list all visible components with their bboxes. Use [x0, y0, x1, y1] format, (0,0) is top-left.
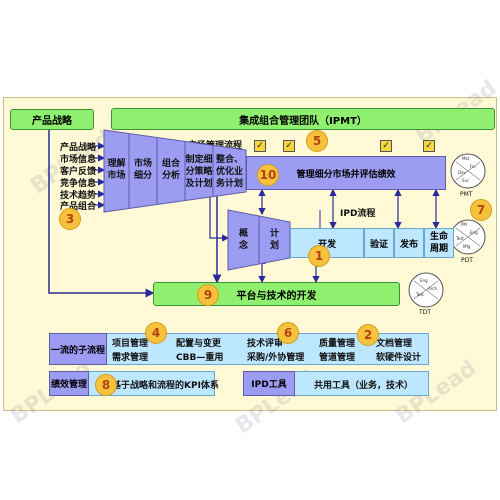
funnel-stage-strategy-plan: 制定细 分策略 及计划 [185, 155, 213, 189]
subprocess-item: 软硬件设计 [376, 353, 422, 363]
ipd-verify: 验证 [364, 228, 394, 258]
ipd-concept: 概 念 [238, 229, 248, 251]
ipd-lifecycle: 生命 周期 [424, 228, 454, 258]
subprocess-item: 文档管理 [376, 339, 413, 349]
svg-text:Fin: Fin [470, 164, 476, 169]
ipmt-box: 集成组合管理团队（IPMT） [111, 108, 495, 130]
badge-8: 8 [95, 374, 117, 396]
funnel-stage-optimize-plan: 整合、 优化业 务计划 [215, 155, 243, 189]
manage-segment-bar: 管理细分市场并评估绩效 [246, 156, 446, 190]
subprocess-item: CBB—重用 [176, 353, 224, 363]
input-label: 市场信息 [60, 155, 97, 165]
subprocess-item: 管道管理 [319, 353, 356, 363]
badge-5: 5 [306, 130, 328, 152]
svg-text:PM: PM [461, 222, 467, 227]
input-label: 产品组合 [60, 202, 97, 212]
subprocess-label: 一流的子流程 [49, 333, 107, 365]
tdt-label: TDT [419, 309, 431, 316]
funnel-stage-understand-market: 理解 市场 [107, 159, 126, 181]
check-icon: ✓ [254, 140, 266, 152]
badge-6: 6 [277, 322, 299, 344]
svg-text:Test: Test [455, 236, 464, 241]
badge-10: 10 [257, 164, 279, 186]
badge-7: 7 [470, 199, 492, 221]
svg-text:Arch: Arch [428, 286, 437, 291]
svg-text:Eng: Eng [470, 230, 478, 235]
subprocess-item: 技术评审 [247, 339, 284, 349]
subprocess-item: 配置与变更 [176, 339, 222, 349]
svg-text:Eng: Eng [420, 278, 428, 283]
pdt-label: PDT [461, 257, 473, 264]
svg-text:Dev: Dev [458, 170, 467, 175]
check-icon: ✓ [380, 140, 392, 152]
badge-2: 2 [357, 324, 379, 346]
check-icon: ✓ [423, 140, 435, 152]
subprocess-item: 质量管理 [319, 339, 356, 349]
badge-3: 3 [59, 208, 81, 230]
input-label: 竞争信息 [60, 179, 97, 189]
performance-label: 绩效管理 [49, 371, 89, 396]
svg-text:Mkt: Mkt [462, 156, 470, 161]
check-icon: ✓ [283, 140, 295, 152]
input-label: 客户反馈 [60, 167, 97, 177]
subprocess-item: 项目管理 [112, 339, 149, 349]
pmt-label: PMT [460, 191, 473, 198]
subprocess-item: 需求管理 [112, 353, 149, 363]
badge-9: 9 [197, 284, 219, 306]
badge-1: 1 [308, 245, 330, 267]
input-label: 技术趋势 [60, 191, 97, 201]
subprocess-item: 采购/外协管理 [247, 353, 305, 363]
ipd-tools-label: IPD工具 [243, 371, 295, 396]
svg-text:Mfg: Mfg [463, 244, 471, 249]
svg-text:Svc: Svc [462, 178, 469, 183]
ipd-plan: 计 划 [269, 229, 279, 251]
input-label: 产品战略 [60, 143, 97, 153]
platform-technology-box: 平台与技术的开发 [153, 282, 400, 306]
svg-text:Test: Test [415, 292, 424, 297]
funnel-stage-market-segment: 市场 细分 [133, 159, 152, 181]
badge-4: 4 [145, 322, 167, 344]
product-strategy-box: 产品战略 [10, 109, 94, 130]
funnel-stage-portfolio-analysis: 组合 分析 [161, 159, 180, 181]
performance-text: 基于战略和流程的KPI体系 [112, 381, 219, 391]
ipd-process-label: IPD流程 [340, 209, 376, 219]
tools-text: 共用工具（业务，技术） [314, 381, 414, 391]
ipd-release: 发布 [394, 228, 424, 258]
